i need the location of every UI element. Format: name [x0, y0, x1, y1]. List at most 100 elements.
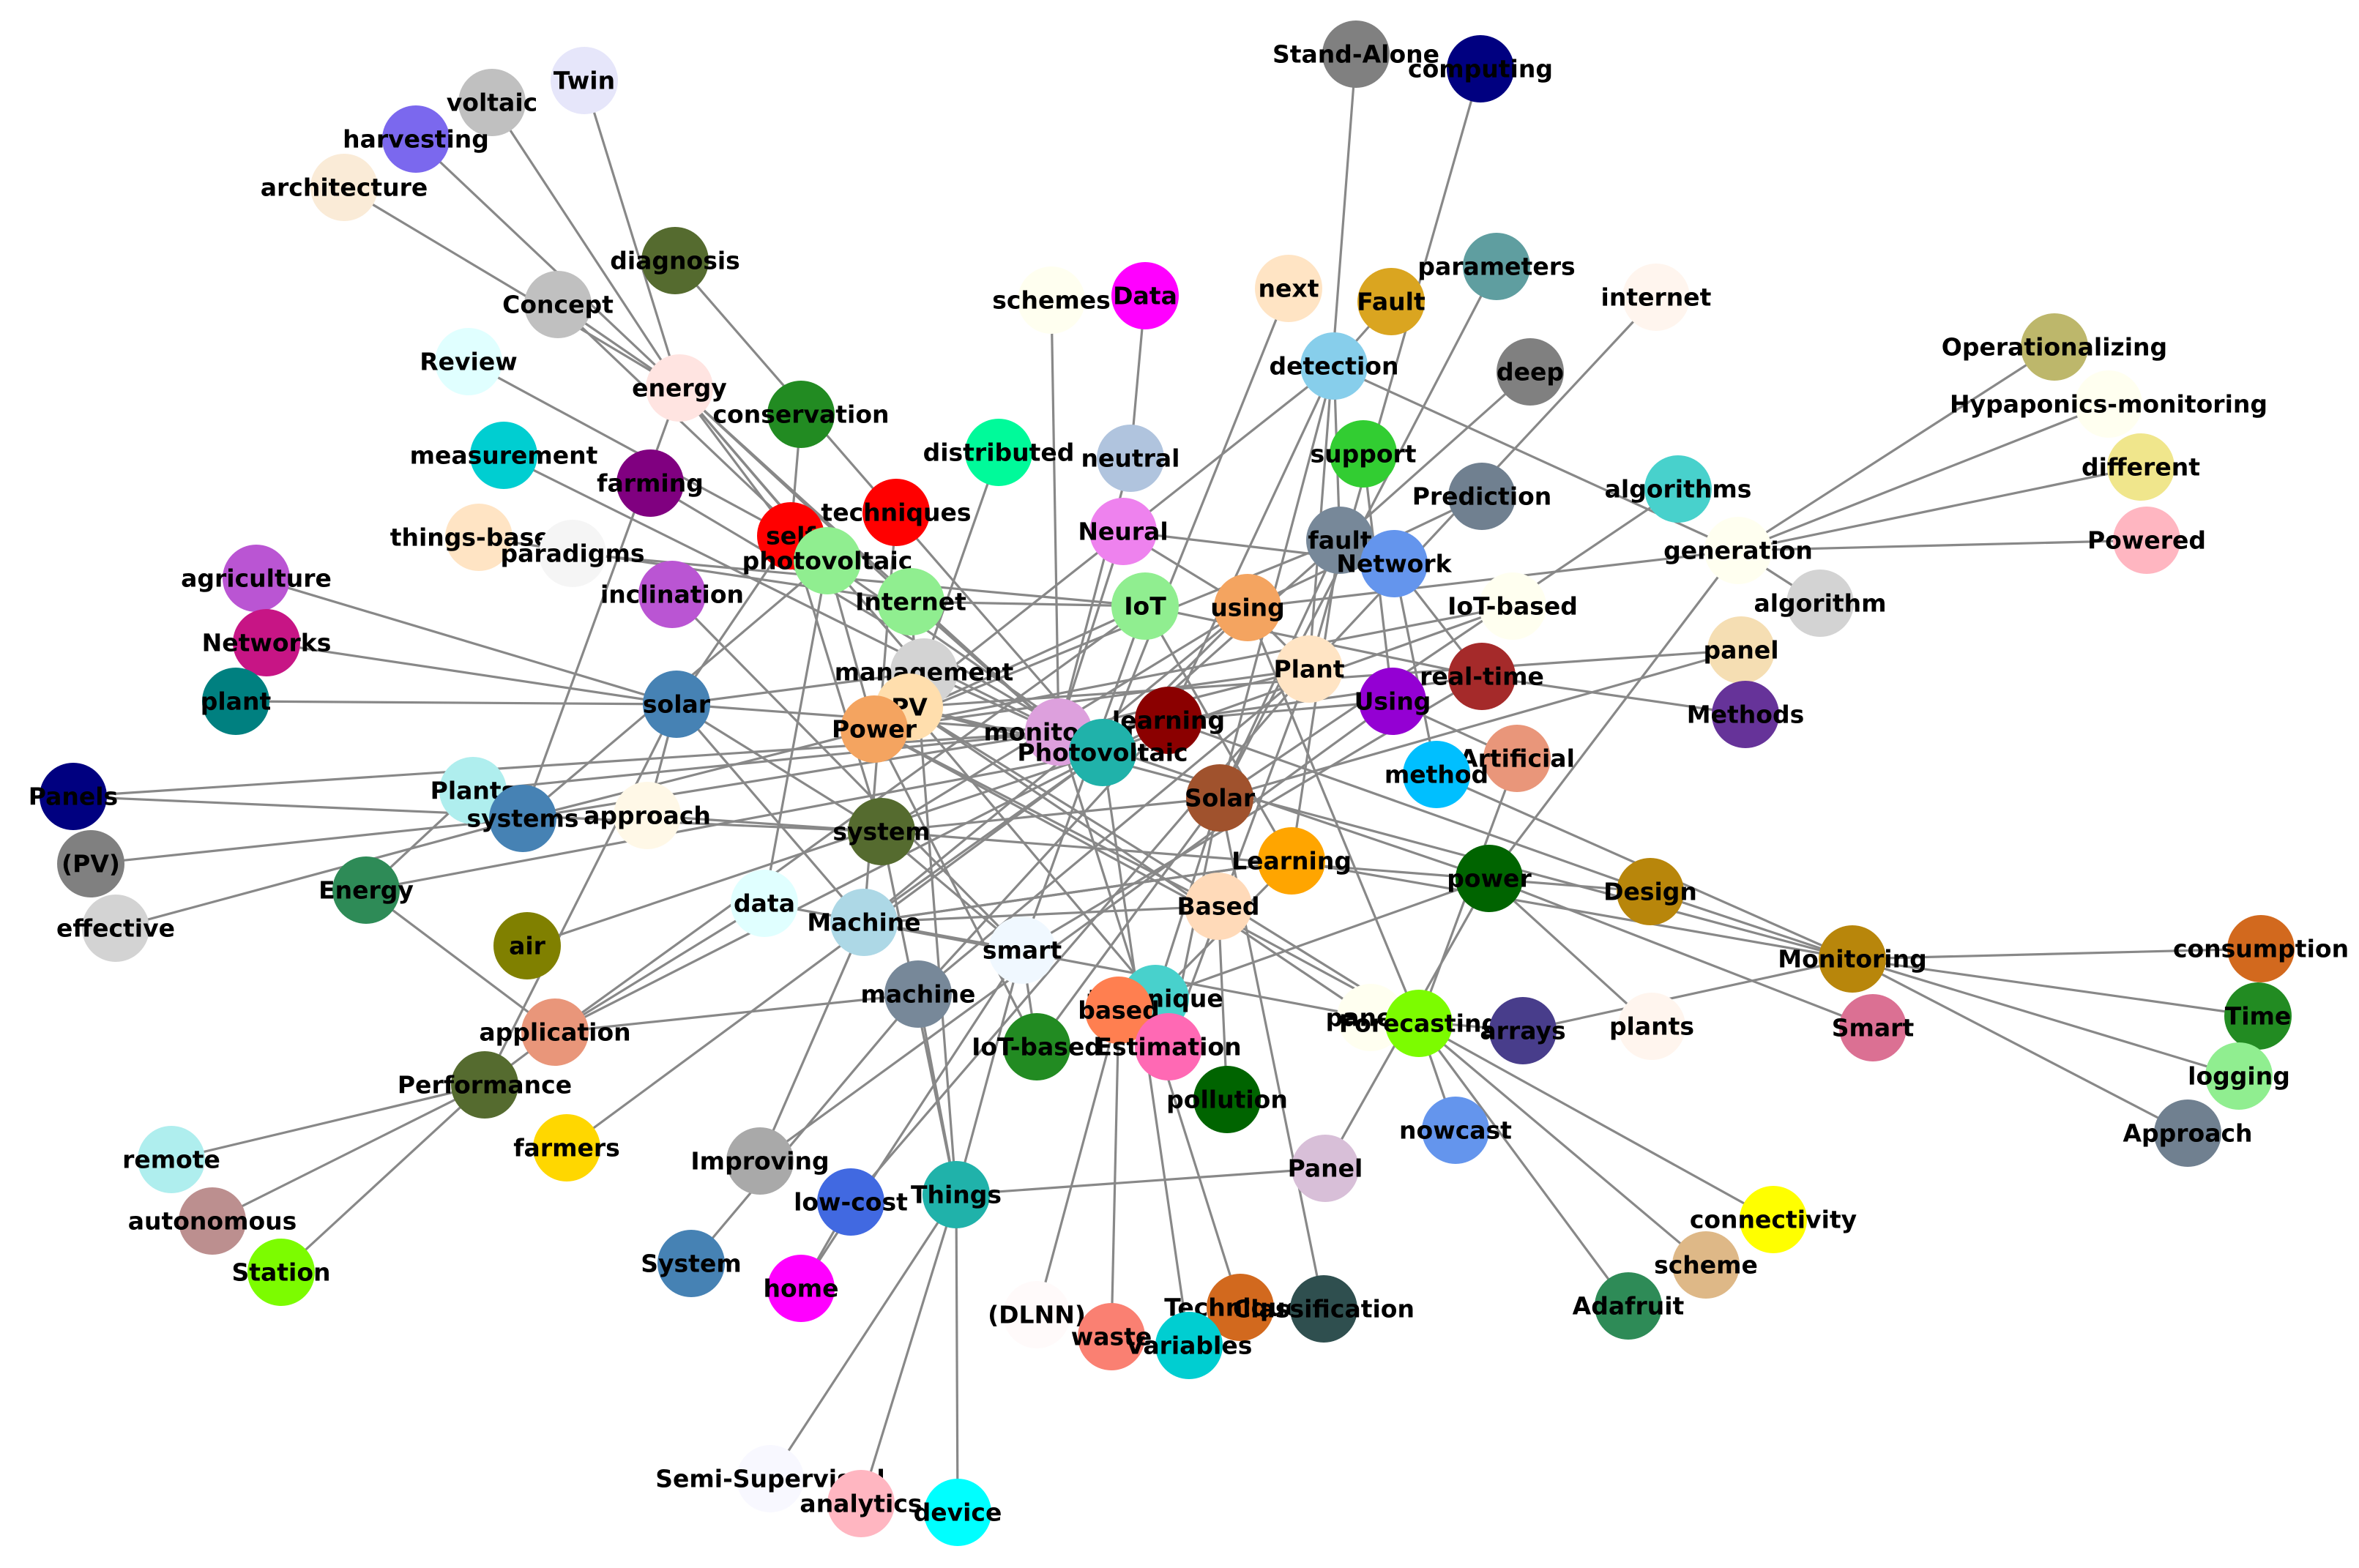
node-neural: Neural [1078, 498, 1169, 565]
node-arrays: arrays [1480, 997, 1566, 1064]
node-plants: plants [1609, 993, 1694, 1060]
edge-based-dlnn [1035, 1009, 1120, 1315]
node-circle [1003, 1281, 1070, 1348]
node-concept: Concept [502, 271, 614, 338]
node-label: Forecasting [1339, 1009, 1499, 1038]
edge-things-semi-supervised [769, 1194, 958, 1479]
node-label: Monitoring [1778, 945, 1926, 974]
node-circle [767, 1255, 835, 1322]
node-methods: Methods [1687, 681, 1804, 748]
node-pollution: pollution [1166, 1066, 1288, 1133]
node-detection: detection [1270, 332, 1399, 400]
edge-solar-machine [675, 703, 865, 924]
node-circle [737, 1445, 804, 1512]
node-label: detection [1270, 352, 1399, 381]
node-circle [2107, 433, 2174, 501]
edge-twin-energy [583, 80, 681, 389]
edge-monitoring-time [1852, 957, 2259, 1018]
node-label: nowcast [1399, 1116, 1512, 1145]
node-real-time: real-time [1420, 643, 1544, 710]
node-time: Time [2224, 982, 2292, 1050]
node-circle [458, 69, 526, 136]
node-circle [767, 381, 835, 448]
edge-performance-autonomous [212, 1083, 485, 1222]
node-circle [1786, 570, 1854, 637]
node-label: real-time [1420, 662, 1544, 691]
node-label: Review [420, 348, 517, 376]
node-low-cost: low-cost [794, 1168, 908, 1236]
node-monitoring: Monitoring [1778, 925, 1927, 993]
edge-self-solar [675, 535, 792, 705]
node-label: air [509, 932, 546, 960]
node-learning: learning [1112, 687, 1225, 754]
node-label: Using [1354, 687, 1431, 716]
edge-monitoring-plants [472, 731, 1059, 792]
node-farming: farming [597, 449, 704, 517]
edge-machine-learning [863, 859, 1292, 924]
node-label: Twin [554, 67, 615, 95]
node-circle [1292, 1135, 1359, 1202]
node-label: plant [201, 687, 272, 716]
node-circle [2113, 507, 2180, 574]
node-circle [817, 1168, 884, 1236]
edge-forecasting-connectivity [1418, 1022, 1774, 1221]
node-circle [1155, 1312, 1223, 1379]
node-artificial: Artificial [1459, 725, 1575, 792]
node-semi-supervised: Semi-Supervised [655, 1445, 885, 1512]
node-label: power [1447, 865, 1532, 893]
node-network: Network [1336, 530, 1453, 597]
node-power: power [1447, 845, 1532, 912]
node-panel: panel [1703, 616, 1779, 684]
node-circle [1448, 463, 1516, 530]
edge-machine-improving [759, 922, 865, 1162]
node-things-based: things-based [390, 504, 567, 571]
node-smart: Smart [1832, 994, 1914, 1061]
node-label: Stand-Alone [1272, 40, 1439, 69]
edge-hypaponics-monitoring-generation [1737, 403, 2109, 552]
node-energy: energy [632, 354, 727, 422]
node-label: agriculture [181, 564, 332, 593]
node-circle [638, 561, 706, 628]
node-forecasting: Forecasting [1339, 990, 1499, 1057]
node-circle [1330, 420, 1397, 488]
node-label: Classification [1233, 1295, 1415, 1324]
edge-monitoring-approach [1852, 957, 2188, 1135]
edge-using-improving [759, 700, 1393, 1162]
node-label: measurement [410, 441, 598, 470]
node-system: system [832, 798, 931, 865]
node-parameters: parameters [1417, 233, 1576, 300]
node-circle [1111, 262, 1179, 329]
node-design: Design [1603, 858, 1697, 925]
node-machine: Machine [807, 889, 921, 956]
node-circle [1617, 858, 1684, 925]
node-circle [521, 998, 589, 1066]
node-label: Panel [1288, 1154, 1363, 1183]
node-measurement: measurement [410, 422, 598, 489]
node-machine: machine [861, 960, 975, 1028]
node-computing: computing [1408, 35, 1553, 102]
node-data: Data [1111, 262, 1179, 329]
node-inclination: inclination [600, 561, 744, 628]
node-label: computing [1408, 55, 1553, 83]
node-circle [310, 154, 378, 221]
node-fault: Fault [1357, 268, 1426, 335]
edge-learning-design [1168, 719, 1651, 893]
node-label: Powered [2087, 526, 2206, 555]
node-circle [1111, 572, 1179, 640]
node-method: method [1385, 741, 1488, 808]
edge-learning-application [554, 719, 1169, 1034]
node-based: Based [1177, 873, 1260, 940]
node-energy: Energy [318, 856, 414, 924]
node-circle [382, 105, 450, 173]
edge-performance-remote [171, 1083, 485, 1161]
node-circle [1207, 1274, 1274, 1341]
node-circle [493, 912, 561, 979]
edge-different-generation [1737, 466, 2142, 552]
node-approach: approach [584, 782, 711, 849]
node-label: Internet [855, 588, 966, 616]
node-adafruit: Adafruit [1573, 1272, 1685, 1340]
node-label: Power [832, 715, 917, 744]
node-circle [1456, 845, 1523, 912]
node-classification: Classification [1233, 1275, 1415, 1343]
node-label: farmers [513, 1134, 620, 1162]
